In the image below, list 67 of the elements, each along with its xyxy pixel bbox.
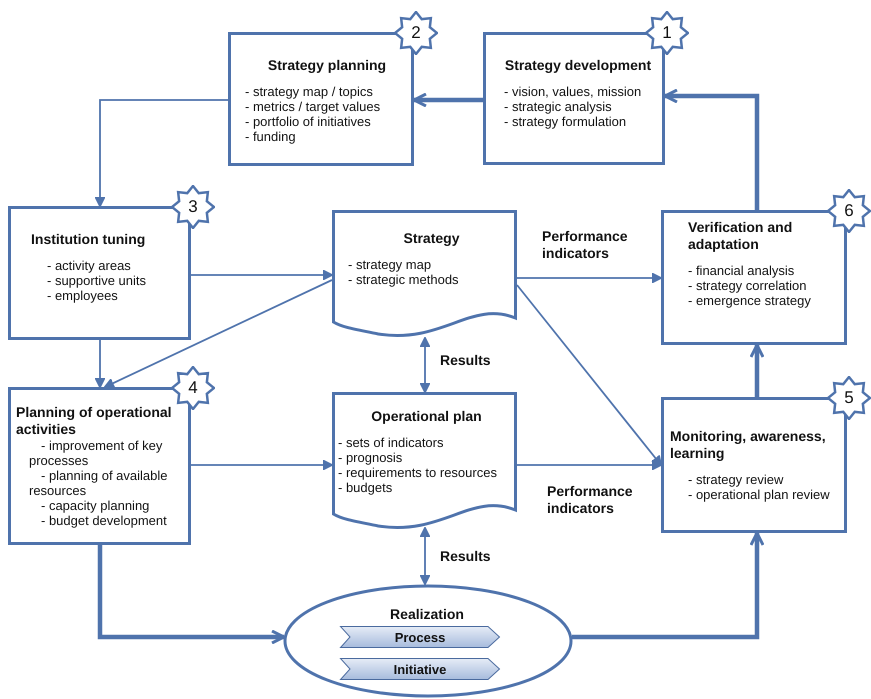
bullet-item: - strategic methods	[348, 272, 460, 287]
bullet-item: - vision, values, mission	[504, 84, 642, 99]
bullet-item: - supportive units	[47, 273, 147, 288]
bullet-item: - financial analysis	[688, 263, 796, 278]
ellipse-shape	[283, 584, 573, 698]
bullet-item: - metrics / target values	[245, 99, 382, 114]
star-badge: 6	[827, 189, 871, 233]
node-title: Planning of operational activities	[16, 404, 173, 438]
node-title: Realization	[389, 606, 465, 623]
arrow	[94, 99, 228, 208]
arrow	[750, 344, 764, 397]
arrow	[191, 270, 334, 280]
step-label: Process	[394, 630, 446, 644]
bullet-item: - activity areas	[47, 258, 132, 273]
arrow	[517, 460, 662, 470]
process-box	[661, 210, 847, 345]
node-title: Operational plan	[370, 408, 483, 425]
arrow	[420, 336, 430, 394]
node-title: Monitoring, awareness, learning	[670, 428, 827, 462]
star-badge: 2	[394, 11, 438, 55]
step-label: Initiative	[394, 662, 446, 676]
bullet-item: - improvement of key processes	[29, 438, 164, 468]
process-chevron	[340, 658, 500, 680]
process-box	[483, 32, 665, 165]
bullet-item: - planning of available resources	[29, 468, 168, 498]
arrow	[420, 526, 430, 586]
node-title: Institution tuning	[31, 231, 146, 248]
node-title: Strategy	[402, 230, 461, 247]
bullet-item: - budget development	[40, 513, 168, 528]
arrow	[98, 545, 286, 644]
bullet-item: - strategy review	[688, 472, 784, 487]
star-badge: 3	[171, 185, 215, 229]
bullet-item: - requirements to resources	[338, 465, 498, 480]
bullet-item: - strategy map	[348, 257, 432, 272]
bullet-item: - budgets	[338, 480, 394, 495]
document-shape	[332, 210, 517, 340]
bullet-item: - sets of indicators	[338, 435, 444, 450]
arrow	[572, 532, 764, 640]
bullet-item: - strategic analysis	[504, 99, 613, 114]
process-box	[661, 397, 847, 533]
node-title: Verification and adaptation	[688, 219, 794, 253]
star-badge: 1	[645, 11, 689, 55]
process-box	[8, 206, 191, 340]
bullet-item: - portfolio of initiatives	[245, 114, 372, 129]
bullet-item: - emergence strategy	[688, 293, 812, 308]
bullet-item: - strategy formulation	[504, 114, 628, 129]
bullet-item: - operational plan review	[688, 487, 831, 502]
node-title: Strategy development	[504, 57, 652, 74]
arrow	[412, 92, 483, 108]
arrow	[516, 284, 662, 466]
bullet-item: - strategy correlation	[688, 278, 808, 293]
star-badge: 4	[171, 366, 215, 410]
bullet-item: - prognosis	[338, 450, 404, 465]
process-chevron	[340, 626, 500, 648]
bullet-item: - employees	[47, 288, 119, 303]
arrow	[94, 340, 106, 388]
bullet-item: - capacity planning	[40, 498, 150, 513]
document-shape	[332, 392, 517, 532]
star-badge: 5	[827, 376, 871, 420]
arrow	[104, 279, 332, 388]
node-title: Strategy planning	[266, 57, 388, 74]
process-box	[228, 32, 414, 166]
arrow	[517, 272, 662, 284]
bullet-item: - strategy map / topics	[245, 84, 374, 99]
arrow	[191, 460, 334, 470]
arrow	[664, 88, 760, 210]
bullet-item: - funding	[245, 129, 297, 144]
